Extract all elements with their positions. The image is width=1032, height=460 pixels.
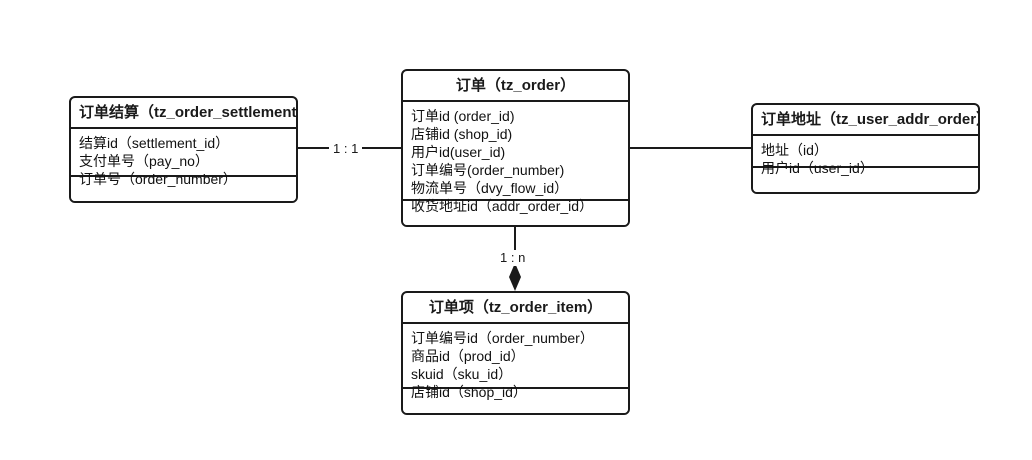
attribute-row: 店铺id（shop_id） <box>411 384 527 400</box>
entity-attributes-order: 订单id (order_id) 店铺id (shop_id) 用户id(user… <box>403 102 628 214</box>
entity-title-order: 订单（tz_order） <box>403 71 628 102</box>
entity-title-order-item: 订单项（tz_order_item） <box>403 293 628 324</box>
attribute-row: 订单编号(order_number) <box>411 162 565 178</box>
attribute-row: 支付单号（pay_no） <box>79 153 209 169</box>
entity-order-settlement[interactable]: 订单结算（tz_order_settlement） 结算id（settlemen… <box>69 96 298 203</box>
entity-footer-order-item <box>403 389 628 413</box>
entity-attributes-order-item: 订单编号id（order_number） 商品id（prod_id） skuid… <box>403 324 628 400</box>
entity-footer-order-settlement <box>71 177 296 201</box>
attribute-row: 地址（id） <box>761 142 828 158</box>
attribute-row: 用户id(user_id) <box>411 144 506 160</box>
entity-footer-order <box>403 201 628 225</box>
attribute-row: 商品id（prod_id） <box>411 348 525 364</box>
attribute-row: 收货地址id（addr_order_id） <box>411 198 594 214</box>
attribute-row: skuid（sku_id） <box>411 366 513 382</box>
attribute-row: 店铺id (shop_id) <box>411 126 513 142</box>
relation-label-order-orderitem: 1 : n <box>496 250 530 266</box>
connector-order-address <box>630 147 751 149</box>
entity-footer-user-addr-order <box>753 168 978 192</box>
attribute-row: 订单编号id（order_number） <box>411 330 594 346</box>
entity-title-order-settlement: 订单结算（tz_order_settlement） <box>71 98 296 129</box>
relation-label-settlement-order: 1 : 1 <box>329 141 363 157</box>
entity-title-user-addr-order: 订单地址（tz_user_addr_order） <box>753 105 978 136</box>
attribute-row: 订单id (order_id) <box>411 108 515 124</box>
attribute-row: 物流单号（dvy_flow_id） <box>411 180 569 196</box>
entity-order[interactable]: 订单（tz_order） 订单id (order_id) 店铺id (shop_… <box>401 69 630 227</box>
attribute-row: 用户id（user_id） <box>761 160 874 176</box>
attribute-row: 结算id（settlement_id） <box>79 135 230 151</box>
entity-order-item[interactable]: 订单项（tz_order_item） 订单编号id（order_number） … <box>401 291 630 415</box>
entity-attributes-order-settlement: 结算id（settlement_id） 支付单号（pay_no） 订单号（ord… <box>71 129 296 187</box>
attribute-row: 订单号（order_number） <box>79 171 237 187</box>
entity-user-addr-order[interactable]: 订单地址（tz_user_addr_order） 地址（id） 用户id（use… <box>751 103 980 194</box>
entity-attributes-user-addr-order: 地址（id） 用户id（user_id） <box>753 136 978 176</box>
